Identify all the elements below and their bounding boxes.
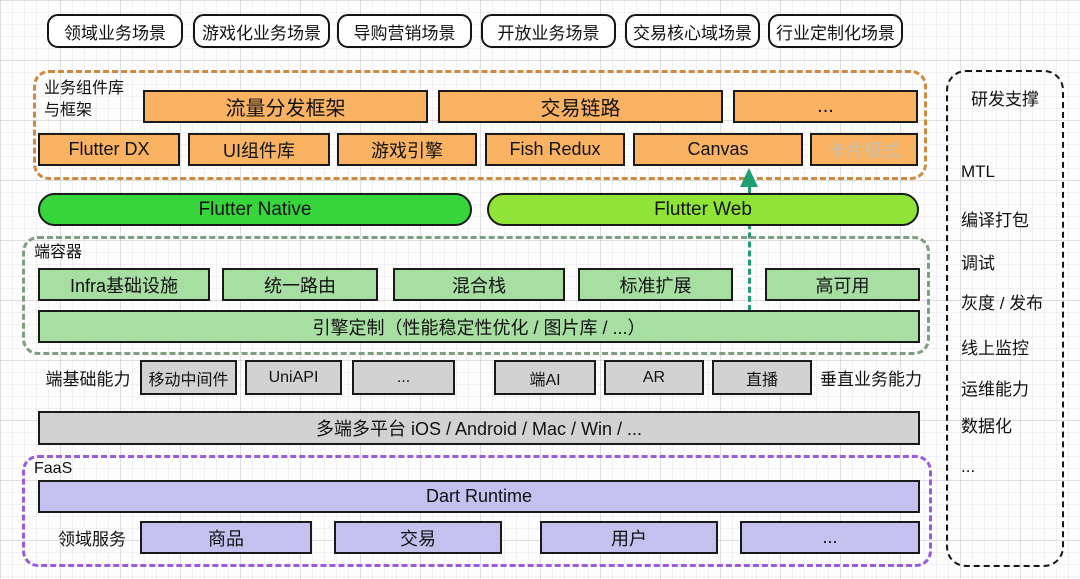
component-box-canvas: Canvas bbox=[633, 133, 803, 166]
dev-support-item-monitor: 线上监控 bbox=[961, 339, 1029, 358]
runtime-pill-flutter-native: Flutter Native bbox=[38, 193, 472, 226]
faas-container bbox=[22, 455, 932, 567]
runtime-pill-flutter-web: Flutter Web bbox=[487, 193, 919, 226]
client-container-section bbox=[22, 236, 930, 355]
dev-support-item-debug: 调试 bbox=[961, 254, 995, 273]
dev-support-item-mtl: MTL bbox=[961, 162, 995, 181]
multi-platform-bar: 多端多平台 iOS / Android / Mac / Win / ... bbox=[38, 411, 920, 445]
service-box-user: 用户 bbox=[540, 521, 718, 554]
base-capability-label: 端基础能力 bbox=[45, 370, 131, 389]
service-box-product: 商品 bbox=[140, 521, 312, 554]
scenario-pill-industry: 行业定制化场景 bbox=[768, 14, 903, 48]
business-components-container bbox=[33, 70, 927, 180]
capability-box-high-availability: 高可用 bbox=[765, 268, 920, 301]
scenario-pill-game: 游戏化业务场景 bbox=[193, 14, 330, 48]
base-box-mobile-middleware: 移动中间件 bbox=[140, 360, 237, 395]
vertical-capability-label: 垂直业务能力 bbox=[820, 370, 922, 389]
component-box-ui-kit: UI组件库 bbox=[188, 133, 330, 166]
dev-support-item-data: 数据化 bbox=[961, 417, 1012, 436]
dev-support-item-build: 编译打包 bbox=[961, 211, 1029, 230]
scenario-pill-open: 开放业务场景 bbox=[481, 14, 616, 48]
scenario-pill-domain: 领域业务场景 bbox=[47, 14, 183, 48]
dev-support-column: 研发支撑 MTL 编译打包 调试 灰度 / 发布 线上监控 运维能力 数据化 .… bbox=[946, 70, 1064, 567]
base-box-uniapi: UniAPI bbox=[245, 360, 342, 395]
component-box-fish-redux: Fish Redux bbox=[485, 133, 625, 166]
service-box-trade: 交易 bbox=[334, 521, 502, 554]
service-box-more: ... bbox=[740, 521, 920, 554]
component-box-card-mode: 卡片模式 bbox=[810, 133, 918, 166]
client-container-label: 端容器 bbox=[34, 244, 83, 261]
framework-box-trade-link: 交易链路 bbox=[438, 90, 723, 123]
capability-box-hybrid-stack: 混合栈 bbox=[393, 268, 565, 301]
scenario-pill-trade: 交易核心域场景 bbox=[625, 14, 760, 48]
scenario-pill-guide: 导购营销场景 bbox=[337, 14, 472, 48]
connector-dashed-line bbox=[748, 187, 751, 311]
engine-customization-bar: 引擎定制（性能稳定性优化 / 图片库 / ...） bbox=[38, 310, 920, 343]
business-components-label: 业务组件库 与框架 bbox=[44, 78, 124, 121]
dev-support-title: 研发支撑 bbox=[971, 90, 1039, 109]
connector-up-arrow-icon bbox=[740, 168, 758, 187]
domain-services-label: 领域服务 bbox=[58, 530, 126, 549]
capability-box-std-extension: 标准扩展 bbox=[578, 268, 733, 301]
business-components-label-line1: 业务组件库 bbox=[44, 80, 125, 97]
dart-runtime-bar: Dart Runtime bbox=[38, 480, 920, 513]
component-box-game-engine: 游戏引擎 bbox=[337, 133, 477, 166]
faas-label: FaaS bbox=[34, 460, 73, 477]
capability-box-infra: Infra基础设施 bbox=[38, 268, 210, 301]
vertical-box-edge-ai: 端AI bbox=[494, 360, 596, 395]
component-box-flutter-dx: Flutter DX bbox=[38, 133, 180, 166]
dev-support-item-more: ... bbox=[961, 457, 976, 476]
base-box-more: ... bbox=[352, 360, 455, 395]
framework-box-traffic: 流量分发框架 bbox=[143, 90, 428, 123]
vertical-box-live: 直播 bbox=[712, 360, 812, 395]
framework-box-more: ... bbox=[733, 90, 918, 123]
dev-support-item-release: 灰度 / 发布 bbox=[961, 294, 1044, 313]
business-components-label-line2: 与框架 bbox=[44, 101, 93, 119]
vertical-box-ar: AR bbox=[604, 360, 704, 395]
dev-support-item-ops: 运维能力 bbox=[961, 380, 1029, 399]
capability-box-routing: 统一路由 bbox=[222, 268, 378, 301]
